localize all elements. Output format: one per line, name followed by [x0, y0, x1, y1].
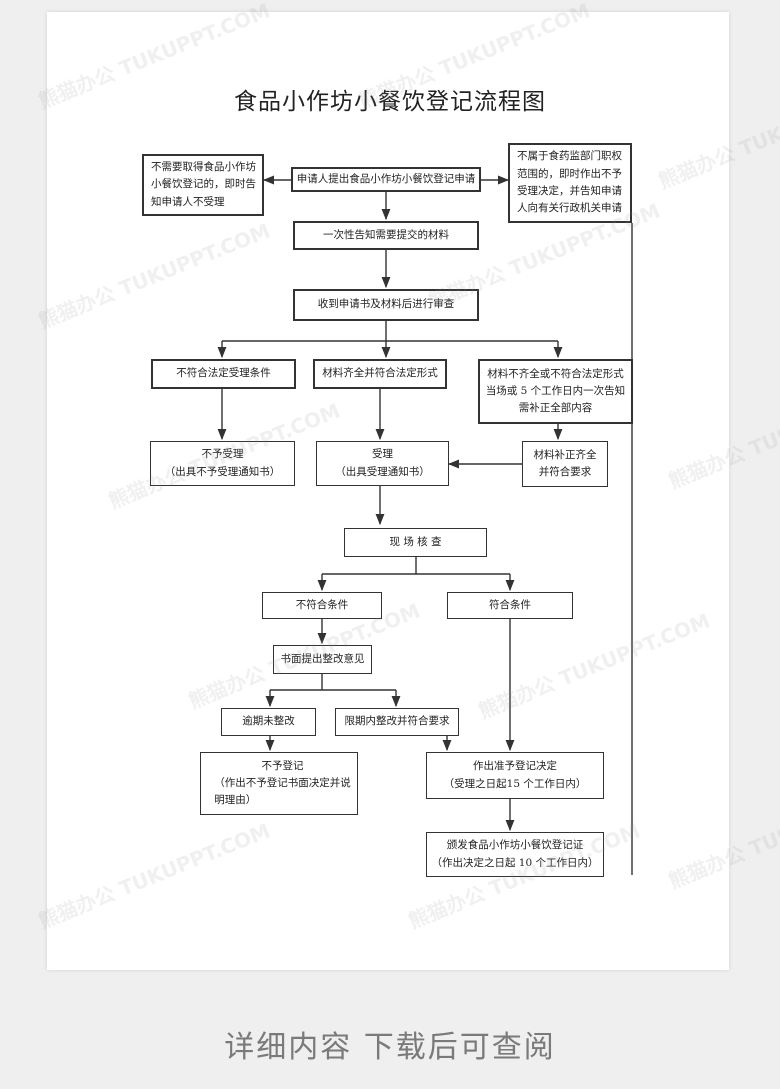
- box-approve-registration: 作出准予登记决定 （受理之日起15 个工作日内）: [426, 752, 604, 799]
- footer-download-hint[interactable]: 详细内容 下载后可查阅: [224, 1030, 556, 1065]
- box-line: 需补正全部内容: [518, 402, 593, 415]
- box-notify-materials: 一次性告知需要提交的材料: [293, 221, 479, 250]
- box-line: 人向有关行政机关申请: [517, 202, 622, 215]
- box-line: 不需要取得食品小作坊: [151, 161, 256, 174]
- box-line: 作出准予登记决定: [472, 760, 557, 773]
- box-issue-certificate: 颁发食品小作坊小餐饮登记证 （作出决定之日起 10 个工作日内）: [426, 832, 604, 877]
- page-title: 食品小作坊小餐饮登记流程图: [234, 89, 546, 115]
- box-line: 颁发食品小作坊小餐饮登记证: [446, 839, 584, 852]
- box-line: 不属于食药监部门职权: [517, 150, 622, 163]
- box-line: 受理: [372, 448, 393, 461]
- box-reject: 不予受理 （出具不予受理通知书）: [150, 441, 295, 486]
- box-materials-complete: 材料齐全并符合法定形式: [313, 359, 447, 389]
- box-fail-conditions: 不符合条件: [262, 592, 382, 619]
- box-line: 材料不齐全或不符合法定形式: [487, 367, 624, 380]
- box-line: （受理之日起15 个工作日内）: [443, 777, 587, 790]
- box-line: （作出不予登记书面决定并说: [214, 776, 351, 789]
- box-line: （出具受理通知书）: [335, 465, 430, 478]
- box-line: 明理由）: [214, 794, 257, 807]
- box-line: （作出决定之日起 10 个工作日内）: [431, 856, 599, 869]
- box-materials-incomplete: 材料不齐全或不符合法定形式 当场或 5 个工作日内一次告知 需补正全部内容: [478, 359, 633, 424]
- box-accept: 受理 （出具受理通知书）: [316, 441, 449, 486]
- box-rectified: 限期内整改并符合要求: [335, 708, 459, 736]
- box-supplement: 材料补正齐全 并符合要求: [522, 441, 608, 487]
- box-site-inspection: 现 场 核 查: [344, 528, 487, 557]
- box-review: 收到申请书及材料后进行审查: [293, 289, 479, 321]
- box-line: 当场或 5 个工作日内一次告知: [485, 384, 626, 397]
- box-not-meet-conditions: 不符合法定受理条件: [151, 359, 296, 389]
- box-line: 材料补正齐全: [533, 448, 597, 461]
- box-deny-registration: 不予登记 （作出不予登记书面决定并说 明理由）: [200, 752, 358, 815]
- box-no-need-register: 不需要取得食品小作坊 小餐饮登记的，即时告 知申请人不受理: [142, 154, 264, 216]
- box-line: 知申请人不受理: [151, 195, 225, 208]
- box-rectify-opinion: 书面提出整改意见: [273, 645, 372, 674]
- box-line: 不予登记: [261, 759, 304, 772]
- box-line: 受理决定，并告知申请: [517, 185, 622, 197]
- box-apply: 申请人提出食品小作坊小餐饮登记申请: [291, 167, 481, 192]
- box-pass-conditions: 符合条件: [447, 592, 573, 619]
- box-line: 范围的，即时作出不予: [517, 167, 622, 180]
- box-line: 小餐饮登记的，即时告: [151, 178, 256, 191]
- box-line: 并符合要求: [538, 466, 592, 478]
- box-line: （出具不予受理通知书）: [164, 465, 281, 478]
- box-line: 不予受理: [201, 448, 244, 461]
- box-overdue: 逾期未整改: [221, 708, 316, 736]
- box-not-in-scope: 不属于食药监部门职权 范围的，即时作出不予 受理决定，并告知申请 人向有关行政机…: [508, 143, 632, 223]
